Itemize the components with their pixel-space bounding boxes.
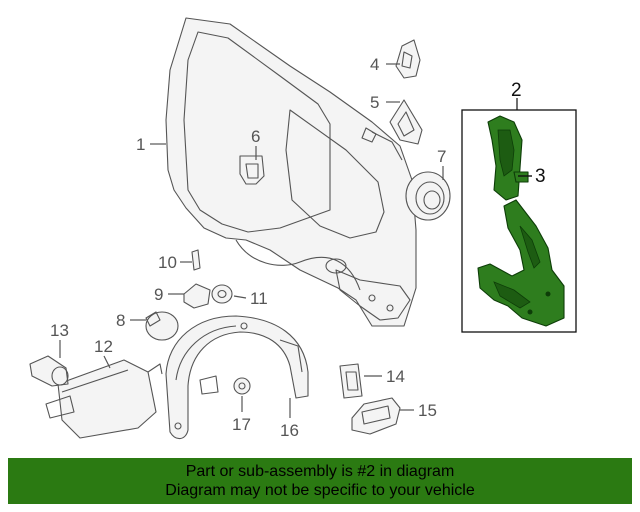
upper-pillar-part-3[interactable] — [487, 115, 529, 201]
bracket-part-4[interactable] — [395, 39, 421, 79]
quarter-panel-part-1[interactable] — [165, 17, 417, 327]
parts-diagram: 1 2 3 4 5 6 7 8 9 10 11 12 13 14 15 16 1… — [29, 17, 577, 440]
wheelhouse-liner-part-16[interactable] — [165, 315, 309, 440]
bracket-part-15[interactable] — [351, 397, 401, 435]
leader-lines — [59, 63, 532, 418]
callout-8: 8 — [116, 311, 125, 330]
callout-15: 15 — [418, 401, 437, 420]
bracket-part-6[interactable] — [239, 155, 265, 185]
callout-9: 9 — [154, 285, 163, 304]
banner-line-2: Diagram may not be specific to your vehi… — [165, 482, 475, 499]
callout-14: 14 — [386, 367, 405, 386]
callout-13: 13 — [50, 321, 69, 340]
callout-4: 4 — [370, 55, 379, 74]
notice-banner: Part or sub-assembly is #2 in diagram Di… — [8, 458, 632, 504]
callout-17: 17 — [232, 415, 251, 434]
grommet-part-8[interactable] — [145, 311, 179, 341]
clip-part-9[interactable] — [183, 283, 211, 309]
callout-12: 12 — [94, 337, 113, 356]
callout-1: 1 — [136, 135, 145, 154]
callout-2: 2 — [511, 80, 522, 101]
clip-part-10[interactable] — [191, 249, 201, 271]
fuel-door-part-7[interactable] — [405, 171, 451, 221]
lower-pillar-part-2[interactable] — [477, 199, 565, 327]
banner-line-1: Part or sub-assembly is #2 in diagram — [185, 463, 455, 480]
bracket-part-5[interactable] — [389, 99, 423, 145]
clip-part-17[interactable] — [233, 377, 251, 395]
pad-part-14[interactable] — [339, 363, 363, 399]
callout-7: 7 — [437, 147, 446, 166]
callout-6: 6 — [251, 127, 260, 146]
callout-10: 10 — [158, 253, 177, 272]
callout-5: 5 — [370, 93, 379, 112]
callout-16: 16 — [280, 421, 299, 440]
nut-part-11[interactable] — [211, 284, 233, 304]
module-part-12[interactable] — [45, 359, 163, 439]
callout-11: 11 — [250, 289, 268, 308]
callout-3: 3 — [535, 166, 546, 187]
sensor-part-13[interactable] — [29, 355, 69, 387]
